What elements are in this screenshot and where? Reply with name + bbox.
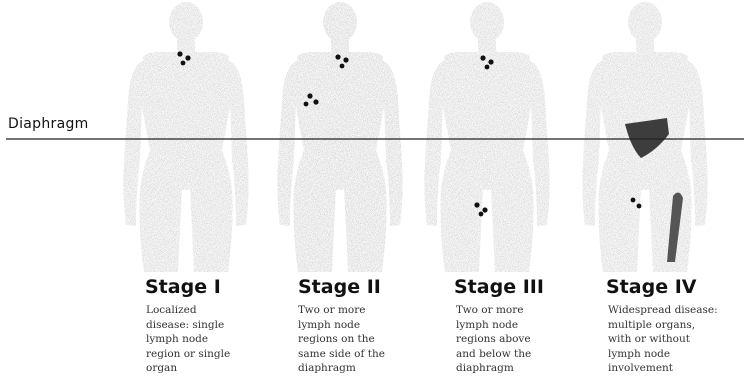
stage-4-description: Widespread disease: multiple organs, wit… — [608, 303, 742, 376]
stage-2-title: Stage II — [298, 276, 381, 298]
stage-1-description: Localized disease: single lymph node reg… — [146, 303, 286, 376]
body-figure-stage-3 — [424, 2, 549, 272]
stage-4-title: Stage IV — [606, 276, 696, 298]
body-figures — [0, 0, 744, 272]
body-figure-stage-4 — [582, 2, 707, 272]
body-figure-stage-2 — [277, 2, 402, 272]
stage-1-title: Stage I — [145, 276, 221, 298]
diaphragm-label: Diaphragm — [8, 116, 89, 132]
stage-3-description: Two or more lymph node regions above and… — [456, 303, 596, 376]
body-figure-stage-1 — [123, 2, 248, 272]
stage-2-description: Two or more lymph node regions on the sa… — [298, 303, 438, 376]
stage-3-title: Stage III — [454, 276, 544, 298]
